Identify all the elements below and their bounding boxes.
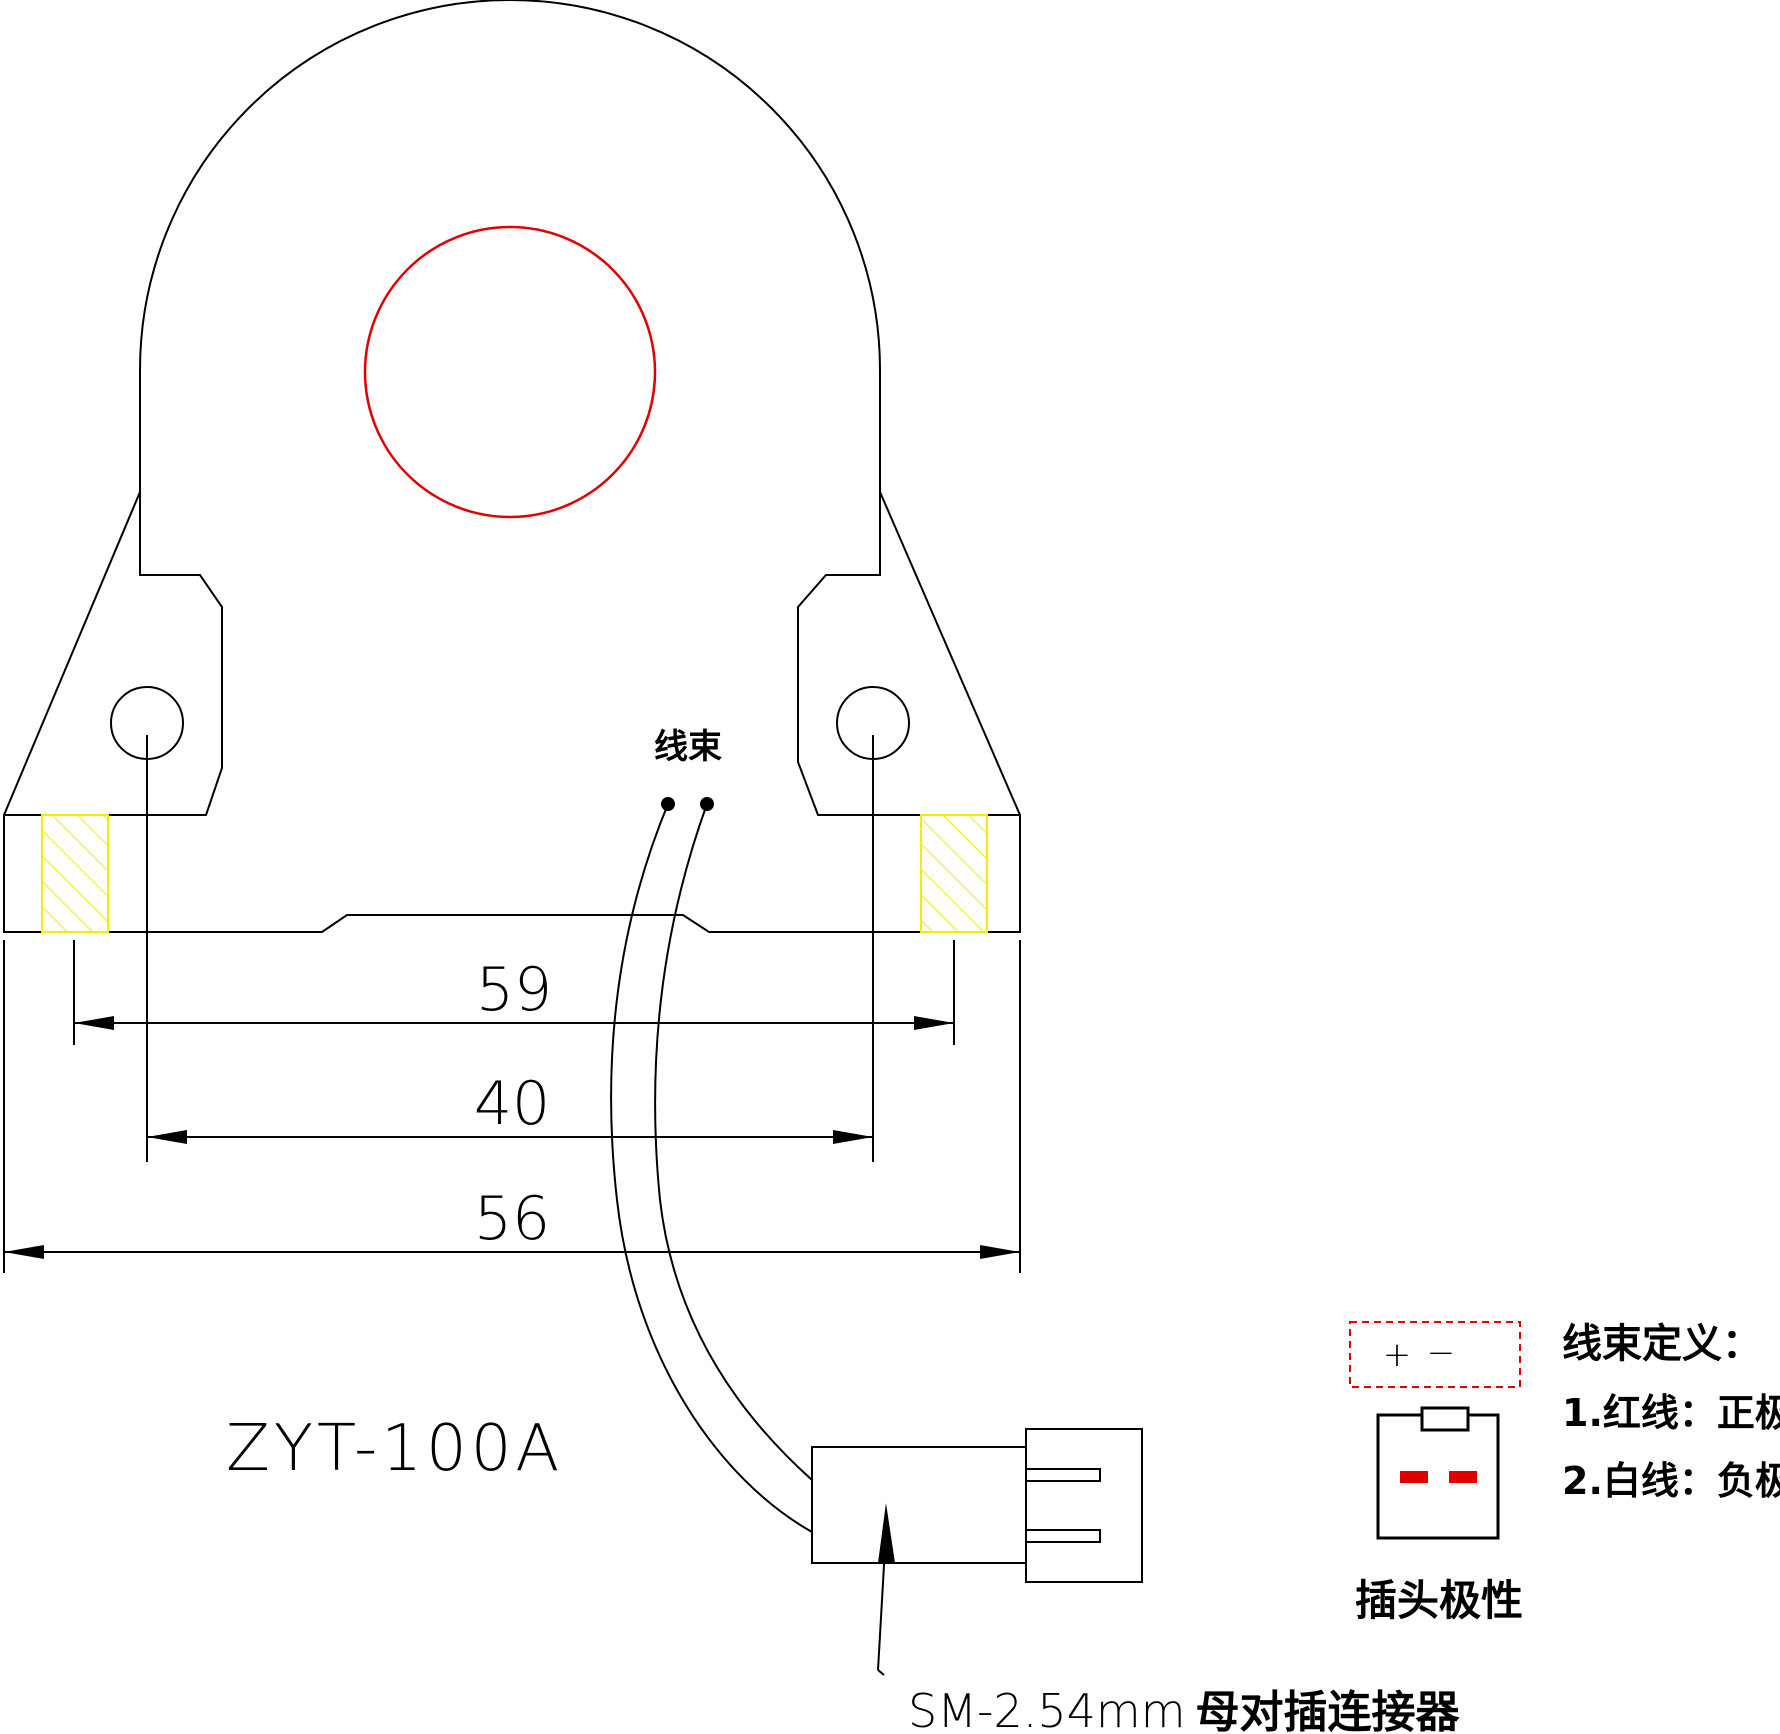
dimension-59: 59 <box>74 955 954 1030</box>
plug-polarity: + − 插头极性 <box>1349 1321 1523 1625</box>
connector-housing <box>811 1428 1143 1583</box>
dimension-40-label: 40 <box>474 1069 550 1139</box>
harness-definition-item-1: 1.红线：正极 <box>1562 1391 1780 1435</box>
insert-pad-right <box>920 814 988 933</box>
connector-caption: SM-2.54mm 母对插连接器 <box>908 1684 1461 1734</box>
sensor-body <box>3 0 1021 933</box>
harness-label: 线束 <box>654 727 722 767</box>
harness-definition-item-2: 2.白线：负极 <box>1562 1459 1780 1503</box>
dimension-59-label: 59 <box>476 955 552 1025</box>
aperture-circle <box>363 225 657 519</box>
insert-pad-left <box>41 814 109 933</box>
plug-pin-positive <box>1400 1471 1428 1483</box>
dimension-40: 40 <box>147 1069 873 1144</box>
plug-latch <box>1420 1406 1470 1432</box>
connector-leader <box>877 1503 895 1676</box>
connector-caption-cn: 母对插连接器 <box>1196 1687 1461 1734</box>
extension-lines <box>3 735 1021 1273</box>
harness-cable <box>610 803 813 1533</box>
polarity-minus: − <box>1427 1333 1456 1373</box>
polarity-title: 插头极性 <box>1355 1576 1523 1625</box>
harness-definition: 线束定义： 1.红线：正极 2.白线：负极 <box>1562 1321 1780 1503</box>
polarity-plus: + <box>1383 1335 1412 1375</box>
plug-outline <box>1376 1413 1500 1540</box>
dimension-56-label: 56 <box>474 1184 550 1254</box>
dimension-56: 56 <box>4 1184 1020 1259</box>
plug-pin-negative <box>1449 1471 1477 1483</box>
polarity-box <box>1349 1321 1521 1388</box>
harness-definition-title: 线束定义： <box>1562 1321 1762 1367</box>
model-name: ZYT-100A <box>226 1412 563 1486</box>
connector-caption-prefix: SM-2.54mm <box>908 1684 1186 1734</box>
